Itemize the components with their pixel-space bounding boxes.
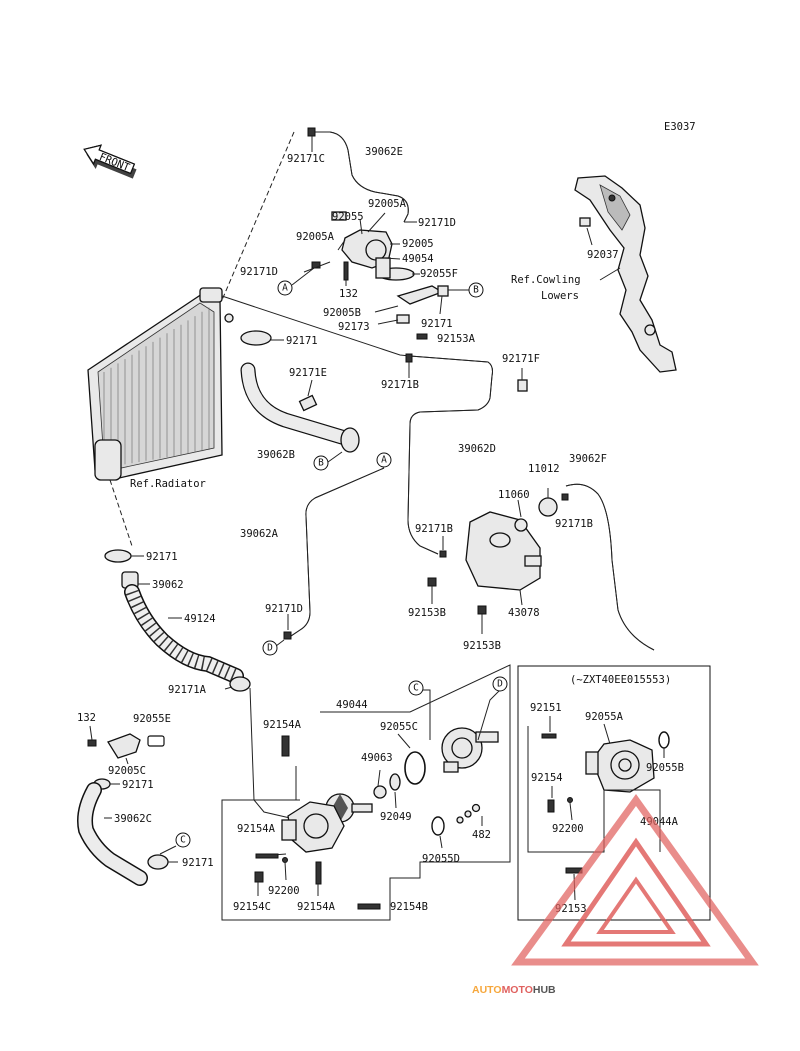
label-39062: 39062 bbox=[152, 579, 184, 591]
ref-cowling-label: Ref.Cowling bbox=[511, 274, 581, 286]
watermark-part2: MOTO bbox=[502, 984, 533, 996]
label-39062F: 39062F bbox=[569, 453, 607, 465]
ref-cowling-lowers-label: Lowers bbox=[541, 290, 579, 302]
label-49054: 49054 bbox=[402, 253, 434, 265]
label-92154A-1: 92154A bbox=[263, 719, 302, 731]
label-132-1: 132 bbox=[339, 288, 358, 300]
watermark-text: AUTOMOTOHUB bbox=[472, 984, 556, 996]
label-39062D: 39062D bbox=[458, 443, 496, 455]
circle-c-lower: C bbox=[180, 835, 186, 846]
circle-b-upper: B bbox=[473, 285, 479, 296]
label-92037: 92037 bbox=[587, 249, 619, 261]
watermark-part1: AUTO bbox=[472, 984, 502, 996]
label-92154: 92154 bbox=[531, 772, 563, 784]
label-92005: 92005 bbox=[402, 238, 434, 250]
circle-b-lower: B bbox=[318, 458, 324, 469]
label-482: 482 bbox=[472, 829, 491, 841]
circle-a-upper: A bbox=[282, 283, 288, 294]
label-92055B: 92055B bbox=[646, 762, 684, 774]
label-39062E: 39062E bbox=[365, 146, 403, 158]
label-49044: 49044 bbox=[336, 699, 368, 711]
front-arrow-icon: FRONT bbox=[83, 144, 137, 179]
label-39062C: 39062C bbox=[114, 813, 152, 825]
label-49063: 49063 bbox=[361, 752, 393, 764]
coolant-reservoir bbox=[465, 497, 558, 591]
label-43078: 43078 bbox=[508, 607, 540, 619]
label-92055: 92055 bbox=[332, 211, 364, 223]
label-92171-3: 92171 bbox=[146, 551, 178, 563]
pump-assembly-alt bbox=[585, 739, 655, 793]
label-92171-2: 92171 bbox=[286, 335, 318, 347]
label-92171E: 92171E bbox=[289, 367, 327, 379]
label-92171C: 92171C bbox=[287, 153, 325, 165]
circle-d-pump: D bbox=[497, 679, 503, 690]
circle-d-left: D bbox=[267, 643, 273, 654]
label-92173: 92173 bbox=[338, 321, 370, 333]
label-11060: 11060 bbox=[498, 489, 530, 501]
label-92154A-3: 92154A bbox=[297, 901, 336, 913]
label-92005A-1: 92005A bbox=[368, 198, 407, 210]
pump-cover bbox=[441, 727, 499, 773]
watermark-logo bbox=[511, 794, 759, 966]
label-92171D-1: 92171D bbox=[418, 217, 456, 229]
circle-a-lower: A bbox=[381, 455, 387, 466]
label-92005A-2: 92005A bbox=[296, 231, 335, 243]
thermostat-housing bbox=[331, 211, 449, 324]
label-92055E: 92055E bbox=[133, 713, 171, 725]
label-92151: 92151 bbox=[530, 702, 562, 714]
circle-c-pump: C bbox=[413, 683, 419, 694]
label-92171-1: 92171 bbox=[421, 318, 453, 330]
pump-body bbox=[281, 801, 345, 853]
label-92153A: 92153A bbox=[437, 333, 476, 345]
label-132-2: 132 bbox=[77, 712, 96, 724]
label-39062A: 39062A bbox=[240, 528, 279, 540]
label-92154C: 92154C bbox=[233, 901, 271, 913]
label-39062B: 39062B bbox=[257, 449, 295, 461]
label-92154A-2: 92154A bbox=[237, 823, 276, 835]
label-92005B: 92005B bbox=[323, 307, 361, 319]
label-92200-2: 92200 bbox=[552, 823, 584, 835]
label-92154B: 92154B bbox=[390, 901, 428, 913]
cowling-bracket bbox=[574, 175, 677, 373]
label-92171B-3: 92171B bbox=[415, 523, 453, 535]
ref-radiator-label: Ref.Radiator bbox=[130, 478, 206, 490]
label-92153B-2: 92153B bbox=[463, 640, 501, 652]
label-92055D: 92055D bbox=[422, 853, 460, 865]
label-92171D-2: 92171D bbox=[240, 266, 278, 278]
serial-inset-box bbox=[517, 665, 711, 921]
radiator bbox=[87, 287, 234, 481]
label-92055C: 92055C bbox=[380, 721, 418, 733]
label-92055A: 92055A bbox=[585, 711, 624, 723]
label-11012: 11012 bbox=[528, 463, 560, 475]
label-92200-1: 92200 bbox=[268, 885, 300, 897]
diagram-code: E3037 bbox=[664, 121, 696, 133]
label-92171B-2: 92171B bbox=[555, 518, 593, 530]
serial-note: (~ZXT40EE015553) bbox=[570, 674, 671, 686]
label-92049: 92049 bbox=[380, 811, 412, 823]
watermark-part3: HUB bbox=[533, 984, 556, 996]
label-92171-4: 92171 bbox=[122, 779, 154, 791]
label-49124: 49124 bbox=[184, 613, 216, 625]
label-92171D-3: 92171D bbox=[265, 603, 303, 615]
label-92153B-1: 92153B bbox=[408, 607, 446, 619]
label-92171B-1: 92171B bbox=[381, 379, 419, 391]
label-92171F: 92171F bbox=[502, 353, 540, 365]
label-92055F: 92055F bbox=[420, 268, 458, 280]
label-92171A: 92171A bbox=[168, 684, 207, 696]
label-92171-5: 92171 bbox=[182, 857, 214, 869]
label-92005C: 92005C bbox=[108, 765, 146, 777]
